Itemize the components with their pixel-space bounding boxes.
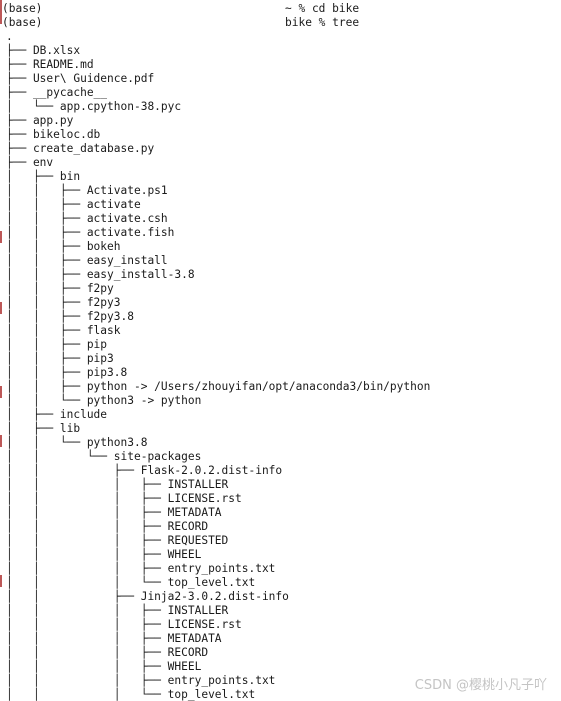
tree-line: │ │ ├── easy_install: [6, 254, 168, 267]
terminal-edge-marker: [0, 0, 2, 24]
tree-line: │ │ ├── pip3: [6, 352, 114, 365]
tree-line: │ │ │ ├── METADATA: [6, 506, 222, 519]
tree-line: │ └── app.cpython-38.pyc: [6, 100, 182, 113]
watermark: CSDN @樱桃小凡子吖: [414, 678, 547, 693]
tree-line: ├── bikeloc.db: [6, 128, 101, 141]
tree-line: │ │ ├── Activate.ps1: [6, 184, 168, 197]
tree-line: .: [6, 30, 13, 43]
tree-line: ├── create_database.py: [6, 142, 155, 155]
terminal-edge-marker: [0, 302, 2, 314]
tree-line: │ │ │ ├── RECORD: [6, 520, 209, 533]
tree-line: │ │ └── python3 -> python: [6, 394, 202, 407]
tree-line: │ │ │ ├── RECORD: [6, 646, 209, 659]
tree-line: │ │ │ ├── LICENSE.rst: [6, 492, 242, 505]
tree-line: │ │ ├── pip: [6, 338, 108, 351]
prompt-command: bike % tree: [285, 16, 360, 29]
tree-line: │ │ ├── Jinja2-3.0.2.dist-info: [6, 590, 289, 603]
tree-line: │ │ ├── pip3.8: [6, 366, 128, 379]
prompt-prefix: (base): [2, 16, 43, 29]
prompt-prefix: (base): [2, 2, 43, 15]
tree-line: │ ├── include: [6, 408, 108, 421]
tree-line: │ │ ├── flask: [6, 324, 121, 337]
tree-line: │ │ │ ├── INSTALLER: [6, 478, 229, 491]
tree-line: ├── README.md: [6, 58, 94, 71]
tree-line: │ │ ├── python -> /Users/zhouyifan/opt/a…: [6, 380, 431, 393]
tree-line: │ │ ├── f2py3.8: [6, 310, 134, 323]
terminal-edge-marker: [0, 435, 2, 447]
tree-line: │ │ ├── easy_install-3.8: [6, 268, 195, 281]
terminal-edge-marker: [0, 231, 2, 243]
tree-line: │ │ ├── f2py: [6, 282, 114, 295]
tree-line: │ │ │ ├── entry_points.txt: [6, 674, 276, 687]
tree-line: │ │ └── python3.8: [6, 436, 148, 449]
tree-line: │ ├── bin: [6, 170, 81, 183]
tree-line: ├── env: [6, 156, 54, 169]
tree-line: │ │ │ ├── LICENSE.rst: [6, 618, 242, 631]
tree-line: ├── User\ Guidence.pdf: [6, 72, 155, 85]
tree-line: │ │ │ ├── WHEEL: [6, 660, 202, 673]
tree-line: │ │ │ ├── entry_points.txt: [6, 562, 276, 575]
tree-line: │ │ ├── activate.fish: [6, 226, 175, 239]
tree-line: │ │ │ ├── REQUESTED: [6, 534, 229, 547]
prompt-command: ~ % cd bike: [285, 2, 360, 15]
tree-line: │ │ ├── f2py3: [6, 296, 121, 309]
tree-line: │ │ │ └── top_level.txt: [6, 576, 256, 589]
tree-line: │ │ ├── bokeh: [6, 240, 121, 253]
tree-line: │ │ ├── activate: [6, 198, 141, 211]
terminal-edge-marker: [0, 386, 2, 398]
tree-line: │ │ ├── activate.csh: [6, 212, 168, 225]
tree-line: │ │ │ ├── METADATA: [6, 632, 222, 645]
tree-line: ├── DB.xlsx: [6, 44, 81, 57]
tree-line: │ │ │ ├── WHEEL: [6, 548, 202, 561]
tree-line: ├── app.py: [6, 114, 74, 127]
terminal-edge-marker: [0, 575, 2, 587]
tree-line: │ │ └── site-packages: [6, 450, 202, 463]
tree-line: │ │ ├── Flask-2.0.2.dist-info: [6, 464, 283, 477]
tree-line: │ ├── lib: [6, 422, 81, 435]
tree-line: │ │ │ └── top_level.txt: [6, 688, 256, 701]
tree-line: ├── __pycache__: [6, 86, 108, 99]
tree-line: │ │ │ ├── INSTALLER: [6, 604, 229, 617]
